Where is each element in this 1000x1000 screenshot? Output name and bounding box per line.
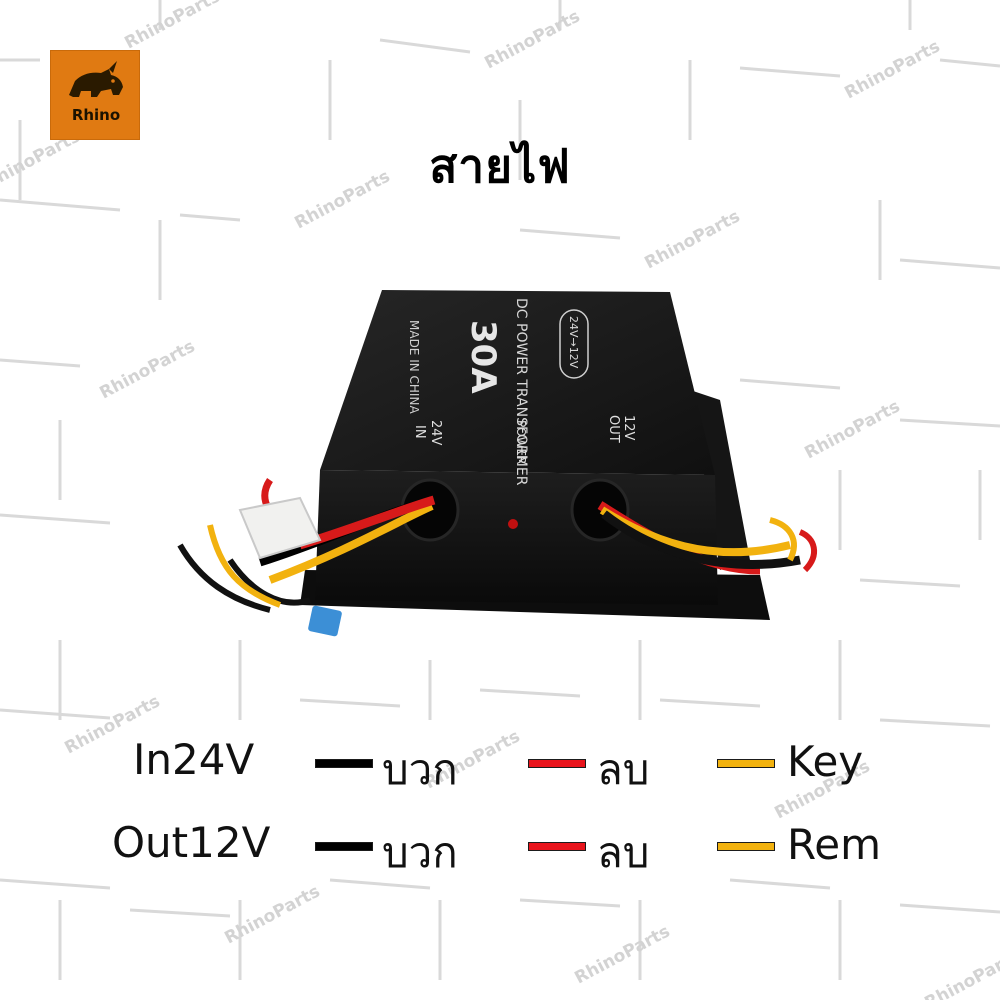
device-label-amp: 30A — [463, 320, 503, 394]
legend-row-output: Out12V บวก ลบ Rem — [0, 818, 1000, 878]
page-title: สายไฟ — [429, 139, 571, 193]
legend-row-input: In24V บวก ลบ Key — [0, 735, 1000, 795]
housing-top — [320, 290, 715, 475]
device-label-origin: MADE IN CHINA — [407, 320, 421, 414]
rhino-icon — [69, 61, 123, 97]
input-wire-tail-black-2 — [177, 543, 271, 613]
input-wire-tail-yellow — [207, 524, 282, 608]
device-label-in: IN — [412, 425, 427, 439]
output-wire-tail-yellow — [769, 517, 797, 562]
device-label-badge: 24V→12V — [567, 316, 580, 369]
wire-label: บวก — [382, 745, 458, 794]
device-label-out: OUT — [606, 415, 621, 443]
device-label-out-volt: 12V — [621, 415, 636, 441]
wire-label: ลบ — [597, 828, 650, 877]
wire-label: Rem — [787, 820, 882, 869]
wire-swatch-yellow — [717, 842, 775, 851]
logo-text: Rhino — [71, 106, 121, 124]
power-led — [508, 519, 518, 529]
device-label-power: POWER — [514, 420, 528, 464]
wire-swatch-yellow — [717, 759, 775, 768]
row-label: In24V — [133, 735, 255, 784]
wire-swatch-black — [315, 842, 373, 851]
row-label: Out12V — [112, 818, 271, 867]
converter-photo: DC POWER TRANSFORMER 30A MADE IN CHINA 2… — [177, 290, 817, 637]
wire-label: บวก — [382, 828, 458, 877]
wire-label: Key — [787, 737, 864, 786]
wire-label: ลบ — [597, 745, 650, 794]
output-wire-tail-red — [798, 529, 817, 573]
output-wire-black — [601, 510, 801, 569]
wire-swatch-red — [528, 759, 586, 768]
wire-swatch-red — [528, 842, 586, 851]
input-wire-yellow — [268, 502, 434, 584]
white-connector — [238, 496, 322, 560]
device-label-in-volt: 24V — [428, 420, 443, 446]
input-wire-tail-black — [227, 558, 311, 606]
brand-logo: Rhino — [50, 50, 140, 140]
blue-fuse — [308, 605, 342, 637]
badge-outline — [559, 309, 589, 379]
device-label-main: DC POWER TRANSFORMER — [513, 298, 529, 486]
wire-swatch-black — [315, 759, 373, 768]
